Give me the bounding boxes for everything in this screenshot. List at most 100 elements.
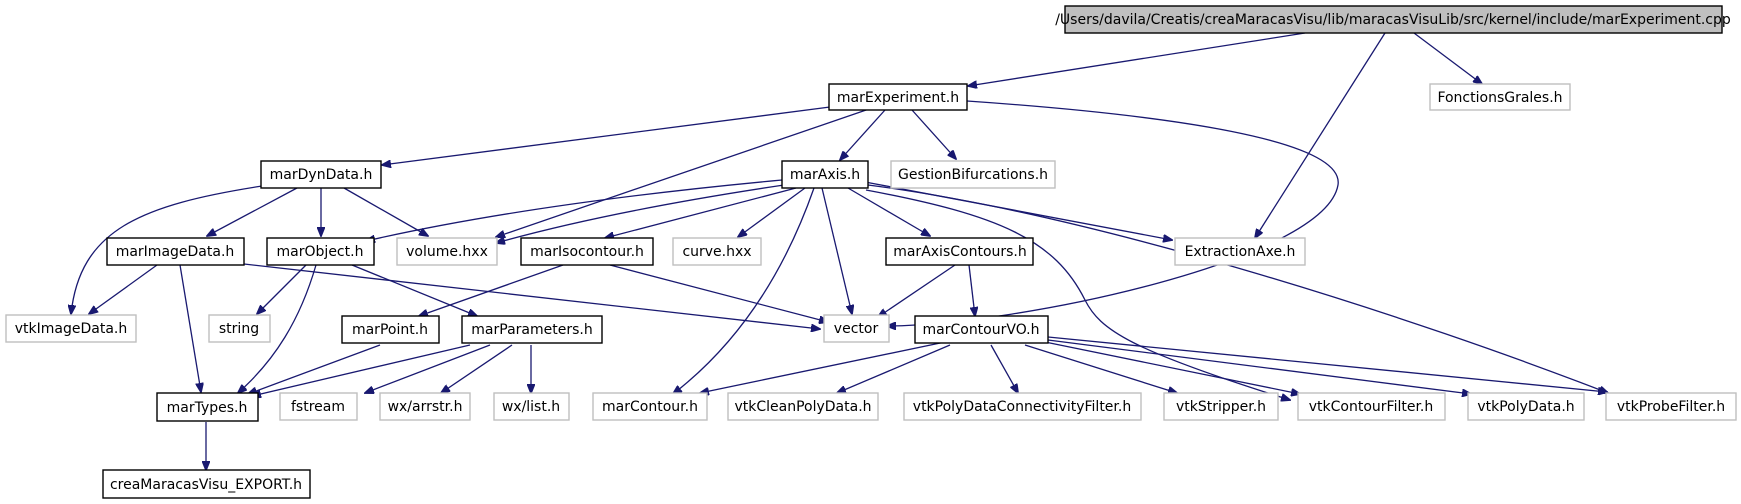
edge-marcontourvo-vtkpolydataconnectivityfilter: [990, 344, 1018, 393]
edge-maraxis-marcontour: [673, 187, 815, 394]
graph-nodes: /Users/davila/Creatis/creaMaracasVisu/li…: [5, 5, 1737, 499]
node-mardyndata[interactable]: marDynData.h: [260, 160, 382, 189]
node-vtkcontourfilter-label: vtkContourFilter.h: [1309, 399, 1434, 415]
edge-mardyndata-volume: [343, 187, 428, 236]
node-marexperiment[interactable]: marExperiment.h: [828, 83, 968, 111]
edge-maraxis-marobject: [366, 179, 783, 241]
node-vtkimagedata-label: vtkImageData.h: [15, 321, 127, 337]
edge-maraxis-vector: [821, 187, 852, 314]
edge-marparameters-wxarrstr: [441, 344, 513, 393]
node-maraxiscontours-label: marAxisContours.h: [893, 244, 1027, 260]
node-vtkprobefilter[interactable]: vtkProbeFilter.h: [1605, 392, 1737, 421]
edge-maraxis-vtkprobefilter: [867, 184, 1608, 393]
node-vtkstripper-label: vtkStripper.h: [1176, 399, 1266, 415]
node-root-label: /Users/davila/Creatis/creaMaracasVisu/li…: [1055, 12, 1731, 28]
edge-maraxis-volume: [496, 184, 785, 243]
node-vtkpolydataconnectivityfilter[interactable]: vtkPolyDataConnectivityFilter.h: [903, 392, 1142, 421]
node-martypes[interactable]: marTypes.h: [156, 392, 259, 422]
edge-marcontourvo-vtkprobefilter: [1047, 336, 1607, 392]
node-maraxiscontours[interactable]: marAxisContours.h: [885, 237, 1034, 266]
edge-marparameters-fstream: [365, 344, 491, 393]
edge-marimagedata-vtkimagedata: [89, 264, 158, 314]
node-fonctionsgrales[interactable]: FonctionsGrales.h: [1429, 83, 1571, 111]
edge-mardyndata-vtkimagedata: [71, 185, 263, 314]
node-vector[interactable]: vector: [823, 314, 890, 343]
node-marobject-label: marObject.h: [277, 244, 364, 260]
node-marimagedata[interactable]: marImageData.h: [106, 237, 245, 266]
edge-marobject-marparameters: [351, 264, 477, 316]
edge-mardyndata-marimagedata: [207, 187, 298, 236]
node-vector-label: vector: [834, 321, 879, 337]
node-curve[interactable]: curve.hxx: [672, 237, 762, 266]
edge-maraxis-maraxiscontours: [847, 187, 930, 236]
node-marisocontour-label: marIsocontour.h: [530, 244, 644, 260]
node-vtkcontourfilter[interactable]: vtkContourFilter.h: [1297, 392, 1446, 421]
edge-marobject-martypes: [238, 264, 317, 393]
node-marcontour[interactable]: marContour.h: [592, 392, 708, 421]
edge-maraxis-curve: [738, 187, 806, 237]
node-volume-label: volume.hxx: [406, 244, 488, 260]
node-vtkcleanpolydata[interactable]: vtkCleanPolyData.h: [727, 392, 879, 421]
edge-marisocontour-vector: [609, 264, 828, 322]
node-creamaracasvisu-export-label: creaMaracasVisu_EXPORT.h: [110, 477, 302, 493]
edge-marcontourvo-vtkcontourfilter: [1044, 341, 1300, 394]
node-wxlist-label: wx/list.h: [502, 399, 560, 415]
node-wxarrstr[interactable]: wx/arrstr.h: [379, 392, 471, 421]
edge-marcontourvo-vtkcleanpolydata: [837, 344, 951, 393]
node-marcontour-label: marContour.h: [602, 399, 698, 415]
node-vtkcleanpolydata-label: vtkCleanPolyData.h: [734, 399, 871, 415]
node-marobject[interactable]: marObject.h: [266, 237, 375, 266]
edge-marexperiment-maraxis: [840, 109, 886, 160]
edge-marexperiment-mardyndata: [382, 106, 831, 165]
edge-maraxis-marisocontour: [605, 187, 797, 238]
node-wxlist[interactable]: wx/list.h: [493, 392, 570, 421]
node-marimagedata-label: marImageData.h: [116, 244, 235, 260]
edge-marimagedata-vector: [243, 263, 820, 329]
node-marparameters[interactable]: marParameters.h: [461, 315, 603, 344]
node-vtkpolydata-label: vtkPolyData.h: [1477, 399, 1574, 415]
edge-marimagedata-martypes: [179, 264, 201, 392]
edge-marcontourvo-vtkpolydata: [1047, 339, 1471, 394]
edge-maraxis-vtkcontourfilter: [865, 189, 1290, 400]
edge-marcontourvo-vtkstripper: [1024, 344, 1177, 393]
node-extractionaxe-label: ExtractionAxe.h: [1185, 244, 1296, 260]
node-mardyndata-label: marDynData.h: [270, 167, 373, 183]
node-vtkpolydata[interactable]: vtkPolyData.h: [1467, 392, 1585, 421]
edge-marexperiment-volume: [496, 107, 873, 237]
node-root[interactable]: /Users/davila/Creatis/creaMaracasVisu/li…: [1055, 5, 1731, 34]
edge-root-fonctionsgrales: [1413, 32, 1482, 84]
edge-maraxiscontours-marcontourvo: [968, 264, 975, 316]
edge-marpoint-martypes: [248, 344, 381, 394]
edge-marisocontour-marpoint: [419, 264, 564, 316]
edge-marexperiment-vector: [887, 100, 1339, 326]
dependency-edges: [71, 32, 1608, 470]
node-marpoint[interactable]: marPoint.h: [341, 315, 440, 344]
node-curve-label: curve.hxx: [682, 244, 751, 260]
edge-root-extractionaxe: [1255, 32, 1386, 238]
node-fonctionsgrales-label: FonctionsGrales.h: [1437, 90, 1562, 106]
node-volume[interactable]: volume.hxx: [396, 237, 498, 266]
node-maraxis-label: marAxis.h: [790, 167, 860, 183]
node-creamaracasvisu-export[interactable]: creaMaracasVisu_EXPORT.h: [102, 469, 311, 499]
node-string[interactable]: string: [208, 314, 271, 343]
node-marcontourvo-label: marContourVO.h: [923, 322, 1040, 338]
node-martypes-label: marTypes.h: [167, 400, 248, 416]
node-vtkimagedata[interactable]: vtkImageData.h: [5, 314, 137, 343]
node-marpoint-label: marPoint.h: [352, 322, 428, 338]
node-extractionaxe[interactable]: ExtractionAxe.h: [1174, 237, 1306, 266]
node-gestionbifurcations-label: GestionBifurcations.h: [898, 167, 1048, 183]
edge-marcontourvo-marcontour: [700, 341, 946, 393]
edge-maraxiscontours-vector: [878, 264, 956, 317]
node-fstream[interactable]: fstream: [279, 392, 358, 421]
node-vtkprobefilter-label: vtkProbeFilter.h: [1617, 399, 1725, 415]
edge-marexperiment-gestionbifurcations: [911, 109, 956, 159]
node-vtkpolydataconnectivityfilter-label: vtkPolyDataConnectivityFilter.h: [913, 399, 1131, 415]
node-marisocontour[interactable]: marIsocontour.h: [520, 237, 654, 266]
node-vtkstripper[interactable]: vtkStripper.h: [1163, 392, 1279, 421]
node-maraxis[interactable]: marAxis.h: [781, 160, 869, 189]
node-gestionbifurcations[interactable]: GestionBifurcations.h: [890, 160, 1056, 189]
edge-root-marExperiment: [968, 32, 1306, 86]
node-marcontourvo[interactable]: marContourVO.h: [914, 315, 1049, 344]
node-marparameters-label: marParameters.h: [471, 322, 592, 338]
